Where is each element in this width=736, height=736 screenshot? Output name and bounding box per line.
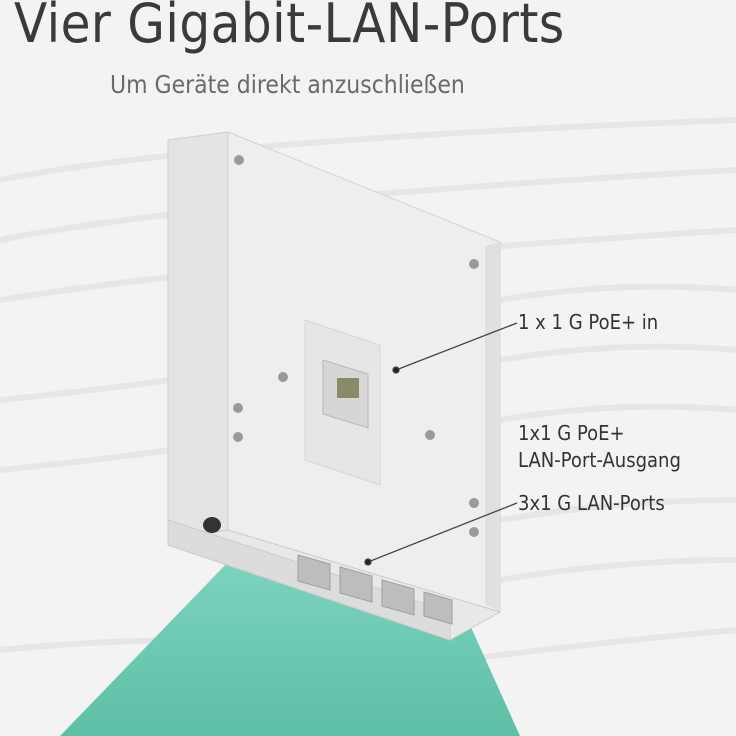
callout-text: LAN-Port-Ausgang [518,448,681,472]
access-point-device [167,131,502,641]
lan-ports [297,554,453,625]
callout-poe-in: 1 x 1 G PoE+ in [518,309,658,336]
screws [233,155,479,537]
power-jack [203,517,221,533]
callout-poe-out: 1x1 G PoE+ LAN-Port-Ausgang [518,420,681,474]
callout-text: 3x1 G LAN-Ports [518,491,665,515]
callout-text: 1x1 G PoE+ [518,421,625,445]
teal-beam [60,560,520,736]
page-subtitle: Um Geräte direkt anzuschließen [110,70,465,99]
callout-lan-ports: 3x1 G LAN-Ports [518,490,665,517]
callout-lines [364,322,518,566]
page-title: Vier Gigabit-LAN-Ports [14,0,565,55]
callout-text: 1 x 1 G PoE+ in [518,310,659,334]
